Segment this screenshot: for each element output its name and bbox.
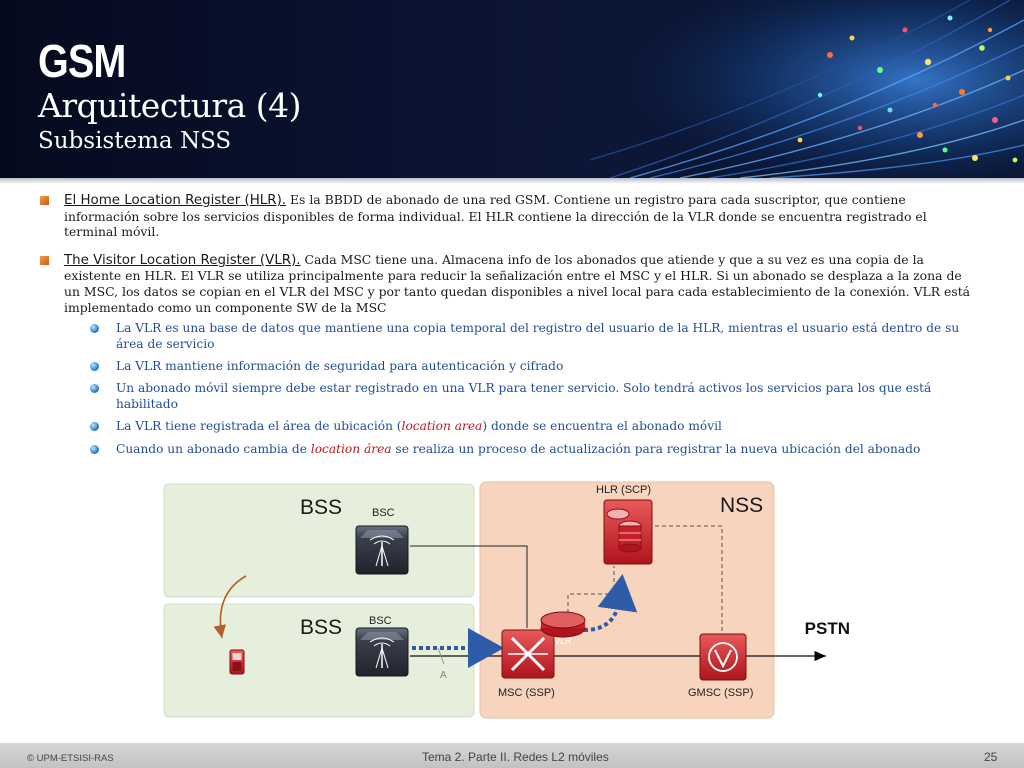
a-interface-label: A — [440, 670, 447, 681]
bsc-bottom-label: BSC — [369, 615, 392, 627]
title-banner: GSM Arquitectura (4) Subsistema NSS — [0, 0, 1024, 178]
slide-subtitle: Arquitectura (4) — [38, 86, 302, 125]
hlr-database-icon — [603, 499, 653, 565]
vlr-text: Cada MSC tiene una. Almacena info de los… — [64, 251, 971, 315]
vlr-database-icon — [540, 611, 586, 638]
footer-topic: Tema 2. Parte II. Redes L2 móviles — [422, 750, 609, 764]
nss-architecture-diagram: BSS BSS NSS A BSC BSC — [163, 481, 850, 719]
round-bullet-icon — [90, 361, 99, 371]
list-item-text: ) donde se encuentra el abonado móvil — [482, 419, 722, 434]
msc-switch-icon — [501, 629, 555, 679]
list-item-text: La VLR mantiene información de seguridad… — [116, 358, 564, 373]
bsc-bottom-icon — [355, 627, 409, 677]
list-item-text: Cuando un abonado cambia de — [116, 441, 311, 456]
list-item: La VLR mantiene información de seguridad… — [90, 358, 980, 374]
nss-label: NSS — [720, 494, 763, 517]
handover-arrow — [213, 575, 247, 639]
vlr-label: VLR — [554, 636, 572, 646]
vlr-sub-list: La VLR es una base de datos que mantiene… — [40, 321, 980, 457]
square-bullet-icon — [40, 196, 49, 205]
list-item-text: La VLR tiene registrada el área de ubica… — [116, 419, 402, 434]
bss-bottom-label: BSS — [300, 616, 342, 639]
list-item: Un abonado móvil siempre debe estar regi… — [90, 381, 980, 412]
slide-content: El Home Location Register (HLR). Es la B… — [40, 192, 980, 464]
hlr-term: El Home Location Register (HLR). — [64, 193, 287, 208]
round-bullet-icon — [90, 444, 99, 454]
gmsc-label: GMSC (SSP) — [688, 687, 753, 699]
vlr-term: The Visitor Location Register (VLR). — [64, 252, 301, 268]
hlr-text: Es la BBDD de abonado de una red GSM. Co… — [64, 192, 927, 240]
slide-footer: © UPM-ETSISI-RAS Tema 2. Parte II. Redes… — [0, 743, 1024, 768]
bsc-top-label: BSC — [372, 507, 395, 519]
fiber-optic-image — [590, 0, 1024, 178]
list-item: La VLR es una base de datos que mantiene… — [90, 321, 980, 352]
square-bullet-icon — [40, 255, 49, 265]
slide-title: GSM — [38, 35, 126, 87]
page-number: 25 — [984, 750, 998, 764]
list-item: La VLR tiene registrada el área de ubica… — [90, 419, 980, 434]
hlr-label: HLR (SCP) — [596, 484, 651, 496]
mobile-phone-icon — [229, 649, 245, 675]
location-area-term: location area — [401, 419, 483, 434]
vlr-to-hlr-signalling-arrow — [583, 574, 638, 632]
round-bullet-icon — [90, 324, 99, 334]
location-area-term: location área — [310, 441, 392, 456]
bsc-top-to-msc-line — [410, 545, 528, 628]
bsc-top-icon — [355, 525, 409, 575]
pstn-label: PSTN — [805, 619, 850, 638]
vlr-paragraph: The Visitor Location Register (VLR). Cad… — [40, 252, 980, 315]
a-interface-tick — [437, 647, 445, 665]
list-item: Cuando un abonado cambia de location áre… — [90, 441, 980, 457]
msc-label: MSC (SSP) — [498, 687, 555, 699]
bss-top-label: BSS — [300, 496, 342, 519]
list-item-text: La VLR es una base de datos que mantiene… — [116, 321, 960, 351]
hlr-to-gmsc-line — [655, 525, 723, 634]
copyright-text: © UPM-ETSISI-RAS — [27, 753, 114, 764]
list-item-text: Un abonado móvil siempre debe estar regi… — [116, 381, 932, 411]
gmsc-switch-icon — [699, 633, 747, 681]
hlr-paragraph: El Home Location Register (HLR). Es la B… — [40, 192, 980, 240]
round-bullet-icon — [90, 422, 99, 432]
banner-shadow — [0, 178, 1024, 184]
slide-subtitle-secondary: Subsistema NSS — [38, 128, 232, 154]
list-item-text: se realiza un proceso de actualización p… — [391, 441, 921, 456]
round-bullet-icon — [90, 384, 99, 394]
